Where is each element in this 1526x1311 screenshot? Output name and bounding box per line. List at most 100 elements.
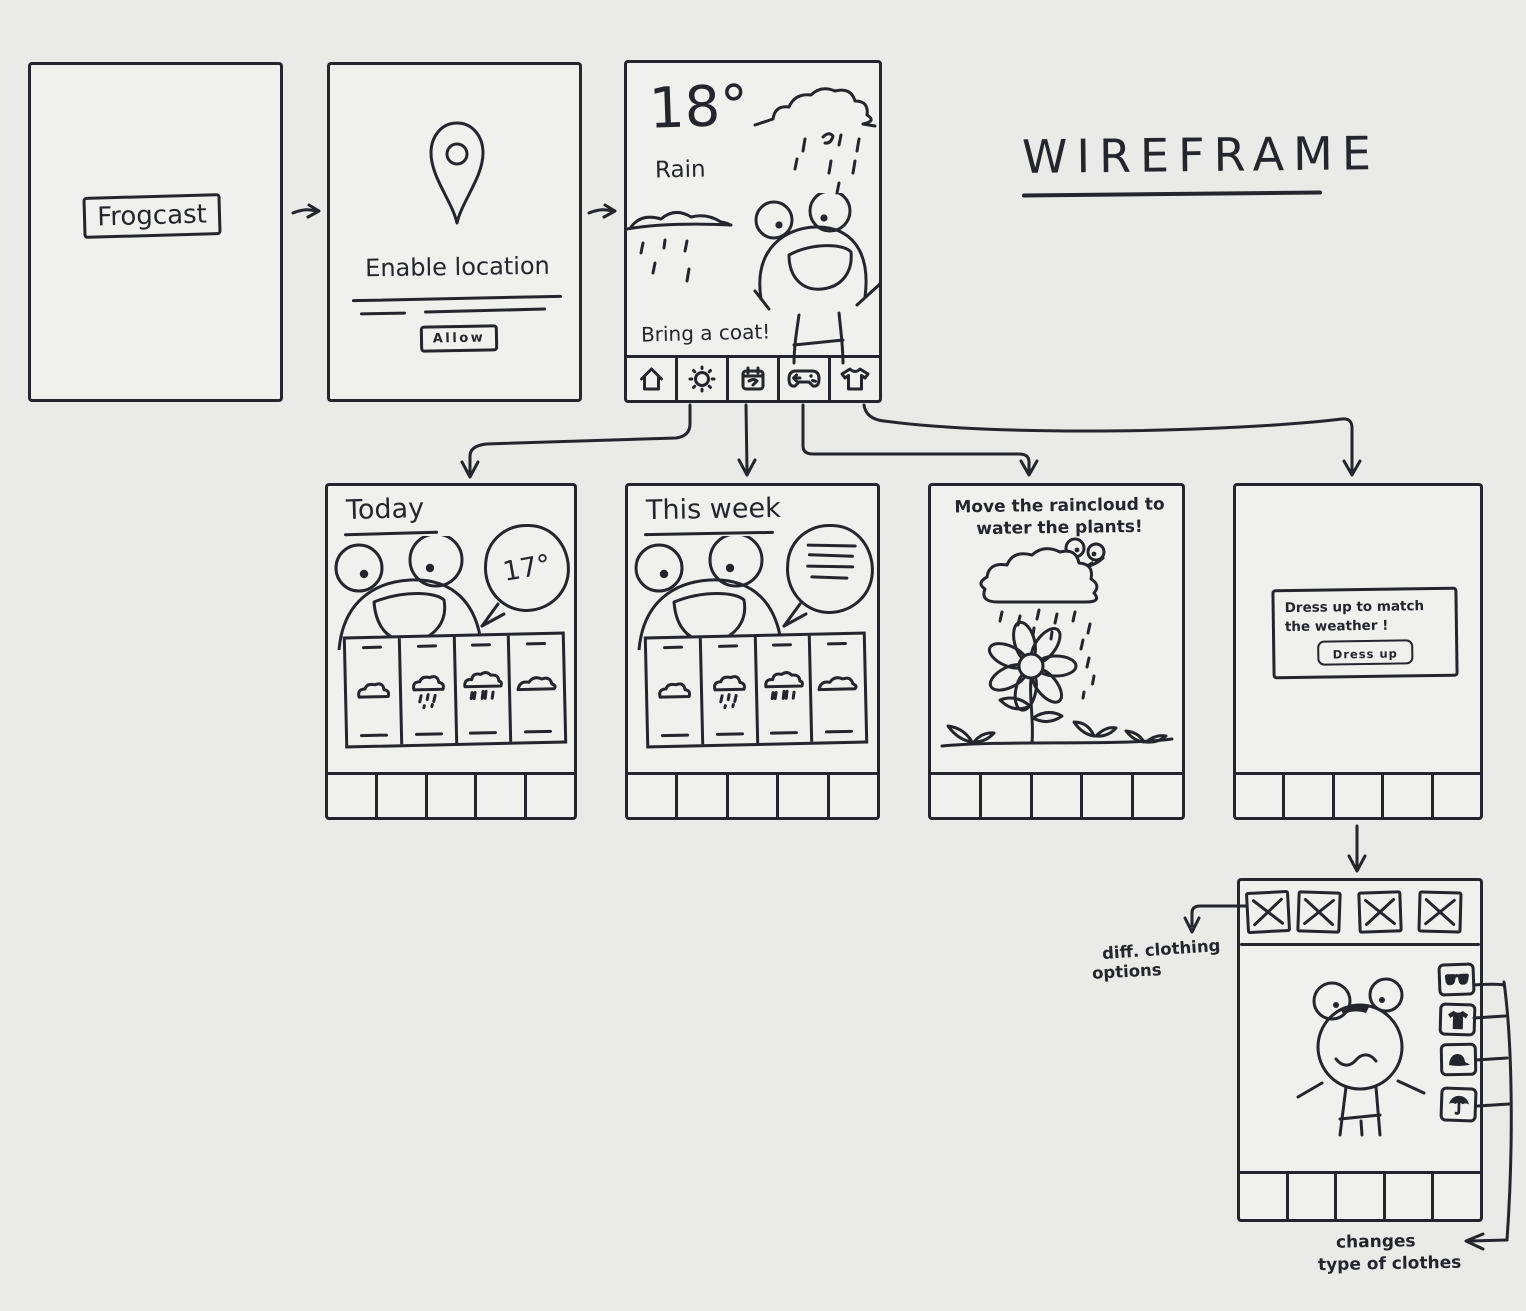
bubble-temperature: 17° — [500, 548, 554, 588]
location-permission-screen: Enable location Allow — [327, 62, 582, 402]
nav-home[interactable] — [627, 358, 675, 400]
today-nav-bar — [328, 772, 574, 817]
speech-bubble: 17° — [481, 521, 573, 615]
arrow-splash-to-location — [291, 203, 321, 219]
bubble-text-line — [810, 575, 849, 580]
allow-button[interactable]: Allow — [419, 324, 499, 353]
nav-minigame[interactable] — [777, 358, 828, 400]
nav-cell-placeholder — [1131, 775, 1182, 817]
placeholder-line — [423, 307, 547, 314]
nav-cell-placeholder — [1334, 1174, 1383, 1219]
forecast-cell — [647, 638, 701, 745]
minigame-drawing — [940, 537, 1174, 748]
nav-cell-placeholder — [725, 775, 776, 817]
location-pin-icon — [429, 121, 485, 225]
annotation-clothing-options-line2: options — [1091, 960, 1163, 983]
cap-icon — [1448, 1053, 1470, 1066]
annotation-changes-clothes-line1: changes — [1335, 1231, 1416, 1253]
bubble-text-line — [806, 543, 857, 548]
allow-button-label: Allow — [432, 330, 486, 347]
category-hat[interactable] — [1439, 1042, 1478, 1077]
page-title: WIREFRAME — [1021, 126, 1381, 184]
nav-cell-placeholder — [1080, 775, 1131, 817]
clothing-slot[interactable] — [1417, 890, 1463, 934]
prompt-nav-bar — [1236, 772, 1480, 817]
clothing-slot[interactable] — [1357, 890, 1403, 934]
title-underline — [1021, 190, 1323, 198]
cloud-icon — [357, 681, 390, 699]
location-heading: Enable location — [365, 251, 550, 283]
arrow-location-to-home — [587, 203, 617, 219]
x-icon — [1303, 898, 1335, 926]
week-heading: This week — [645, 492, 781, 527]
forecast-cell — [452, 635, 510, 744]
rain-cloud-icon — [712, 674, 746, 709]
clothing-slot[interactable] — [1244, 889, 1292, 935]
x-icon — [1424, 898, 1456, 926]
dialog-line1: Dress up to match — [1284, 598, 1425, 617]
nav-dress-up[interactable] — [828, 358, 879, 400]
condition-label: Rain — [654, 156, 706, 184]
forecast-strip — [643, 631, 869, 749]
rain-cloud-drawing — [753, 87, 877, 195]
tshirt-icon — [840, 367, 870, 391]
nav-cell-placeholder — [328, 775, 375, 817]
clothing-slot[interactable] — [1296, 890, 1342, 934]
dress-up-button-label: Dress up — [1332, 646, 1398, 662]
raincloud[interactable] — [979, 547, 1099, 604]
forecast-cell — [753, 635, 811, 744]
nav-cell-placeholder — [1381, 775, 1430, 817]
heavy-rain-cloud-icon — [463, 670, 504, 700]
nav-cell-placeholder — [1430, 775, 1480, 817]
nav-cell-placeholder — [675, 775, 725, 817]
arrow-bracket-to-changes — [1464, 1232, 1509, 1251]
placeholder-line — [359, 311, 407, 316]
nav-week-forecast[interactable] — [726, 358, 777, 400]
advice-label: Bring a coat! — [640, 319, 771, 347]
game-controller-icon — [787, 369, 821, 388]
forecast-cell — [346, 638, 400, 745]
x-icon — [1364, 898, 1396, 926]
slots-divider — [1240, 943, 1480, 947]
splash-screen: Frogcast — [28, 62, 283, 402]
minigame-nav-bar — [931, 772, 1182, 817]
forecast-strip — [342, 631, 568, 749]
nav-cell-placeholder — [1236, 775, 1282, 817]
nav-cell-placeholder — [1240, 1174, 1286, 1219]
nav-cell-placeholder — [628, 775, 675, 817]
small-rain-cloud-drawing — [627, 211, 733, 283]
tshirt-icon — [1447, 1010, 1468, 1029]
home-icon — [639, 367, 663, 391]
weather-home-screen: 18° Rain Bring a — [624, 60, 882, 403]
rain-cloud-icon — [411, 674, 445, 709]
dress-up-button[interactable]: Dress up — [1317, 639, 1414, 666]
week-nav-bar — [628, 772, 877, 817]
arrow-sun-to-today — [460, 403, 692, 479]
nav-cell-placeholder — [1285, 1174, 1335, 1219]
sun-icon — [688, 365, 716, 393]
speech-bubble-tail — [782, 602, 808, 628]
category-shirt[interactable] — [1438, 1002, 1477, 1037]
arrow-calendar-to-week — [737, 403, 757, 477]
nav-cell-placeholder — [374, 775, 425, 817]
home-nav-bar — [627, 355, 879, 400]
dress-up-dialog: Dress up to match the weather ! Dress up — [1271, 586, 1459, 680]
nav-cell-placeholder — [1282, 775, 1331, 817]
app-logo-label: Frogcast — [96, 199, 208, 233]
forecast-cell — [808, 634, 866, 742]
rain-drops — [998, 608, 1096, 700]
category-sunglasses[interactable] — [1437, 962, 1476, 997]
nav-cell-placeholder — [474, 775, 524, 817]
dress-up-screen — [1237, 878, 1483, 1222]
wide-cloud-icon — [817, 675, 858, 691]
nav-cell-placeholder — [1331, 775, 1381, 817]
annotation-changes-clothes-line2: type of clothes — [1317, 1252, 1462, 1276]
flower — [987, 620, 1078, 745]
today-forecast-screen: Today 17° — [325, 483, 577, 820]
forecast-cell — [397, 637, 455, 745]
x-icon — [1251, 897, 1285, 927]
nav-today-weather[interactable] — [675, 358, 726, 400]
annotation-clothing-options-line1: diff. clothing — [1101, 935, 1221, 964]
category-umbrella[interactable] — [1439, 1086, 1478, 1123]
